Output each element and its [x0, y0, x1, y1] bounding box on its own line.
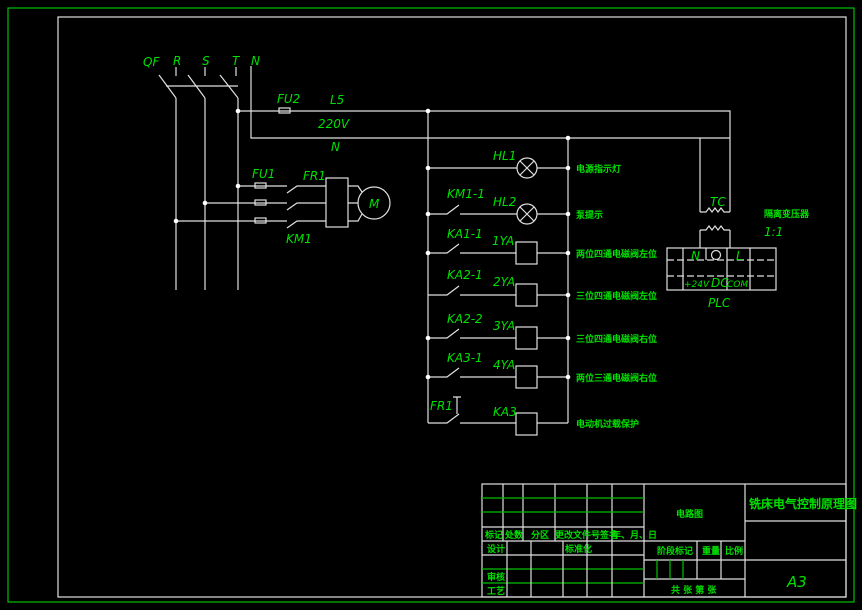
svg-text:审核: 审核 [487, 571, 505, 583]
label-n-line: N [331, 140, 340, 154]
svg-text:KA2-2: KA2-2 [447, 312, 483, 326]
svg-text:两位三通电磁阀右位: 两位三通电磁阀右位 [576, 372, 657, 384]
svg-text:分区: 分区 [531, 529, 549, 541]
fr1-relay [325, 177, 349, 228]
control-circuit: HL1 电源指示灯 KM1-1 HL2 泵提示 KA1-1 1YA 两位四通电磁… [425, 108, 657, 436]
label-km1: KM1 [286, 232, 312, 246]
title-block: 铣床电气控制原理图 电路图 标记 处数 分区 更改文件号签名 年、月、日 设计 … [481, 483, 857, 598]
label-r: R [173, 54, 181, 68]
label-qf: QF [143, 55, 160, 69]
svg-text:隔离变压器: 隔离变压器 [764, 208, 810, 220]
svg-text:1:1: 1:1 [764, 225, 783, 239]
label-l5: L5 [330, 93, 344, 107]
svg-text:泵提示: 泵提示 [576, 209, 603, 221]
row-4ya: KA3-1 4YA 两位三通电磁阀右位 [425, 351, 657, 389]
drawing-frame [57, 16, 847, 598]
outer-border [7, 7, 855, 603]
label-n: N [251, 54, 260, 68]
svg-text:2YA: 2YA [493, 275, 515, 289]
svg-text:KA1-1: KA1-1 [447, 227, 483, 241]
svg-text:重量: 重量 [702, 545, 720, 557]
svg-text:工艺: 工艺 [487, 585, 505, 597]
svg-text:设计: 设计 [487, 543, 505, 555]
row-ka3: FR1 KA3 电动机过载保护 [428, 396, 639, 436]
label-t: T [232, 54, 241, 68]
svg-text:共 张 第 张: 共 张 第 张 [671, 584, 717, 596]
svg-text:PLC: PLC [708, 296, 731, 310]
svg-text:标准化: 标准化 [564, 543, 592, 555]
svg-text:4YA: 4YA [493, 358, 515, 372]
svg-text:TC: TC [710, 195, 726, 209]
svg-text:+24V: +24V [684, 280, 710, 290]
label-fu2: FU2 [277, 92, 300, 106]
lamp-hl2 [516, 203, 538, 225]
svg-text:KA3: KA3 [493, 405, 517, 419]
label-fr1: FR1 [303, 169, 326, 183]
lamp-hl1 [516, 157, 538, 179]
svg-text:电源指示灯: 电源指示灯 [576, 163, 621, 175]
row-hl2: KM1-1 HL2 泵提示 [425, 187, 603, 225]
svg-text:更改文件号签名: 更改文件号签名 [555, 529, 618, 541]
svg-text:DC: DC [711, 276, 729, 290]
label-220v: 220V [318, 117, 350, 131]
label-fu1: FU1 [252, 167, 275, 181]
svg-text:KA3-1: KA3-1 [447, 351, 483, 365]
svg-text:电动机过载保护: 电动机过载保护 [576, 418, 639, 430]
svg-text:标记: 标记 [484, 529, 503, 541]
svg-text:处数: 处数 [504, 529, 524, 541]
svg-text:HL1: HL1 [493, 149, 516, 163]
svg-text:KM1-1: KM1-1 [447, 187, 485, 201]
row-3ya: KA2-2 3YA 三位四通电磁阀右位 [425, 312, 657, 350]
row-hl1: HL1 电源指示灯 [425, 149, 621, 179]
svg-text:比例: 比例 [725, 545, 743, 557]
svg-text:FR1: FR1 [430, 399, 453, 413]
row-1ya: KA1-1 1YA 两位四通电磁阀左位 [425, 227, 657, 265]
svg-text:两位四通电磁阀左位: 两位四通电磁阀左位 [576, 248, 657, 260]
svg-text:3YA: 3YA [493, 319, 515, 333]
svg-text:1YA: 1YA [492, 234, 514, 248]
svg-text:电路图: 电路图 [676, 508, 703, 520]
svg-text:L: L [736, 249, 743, 263]
svg-text:三位四通电磁阀左位: 三位四通电磁阀左位 [576, 290, 657, 302]
row-2ya: KA2-1 2YA 三位四通电磁阀左位 [428, 268, 657, 307]
motor-symbol [357, 186, 391, 220]
label-motor: M [369, 197, 380, 211]
plc-block: TC 隔离变压器 1:1 N L +24V DC COM PLC [666, 195, 810, 310]
label-s: S [202, 54, 210, 68]
svg-text:COM: COM [727, 280, 748, 290]
sheet-size: A3 [786, 573, 807, 591]
svg-text:阶段标记: 阶段标记 [657, 545, 693, 557]
drawing-title: 铣床电气控制原理图 [749, 496, 857, 511]
svg-text:HL2: HL2 [493, 195, 516, 209]
svg-text:三位四通电磁阀右位: 三位四通电磁阀右位 [576, 333, 657, 345]
power-circuit: QF R S T N FU2 L5 220V N M FU1 FR1 KM1 [143, 54, 731, 290]
svg-text:年、月、日: 年、月、日 [612, 529, 657, 541]
svg-text:N: N [691, 249, 700, 263]
svg-text:KA2-1: KA2-1 [447, 268, 483, 282]
